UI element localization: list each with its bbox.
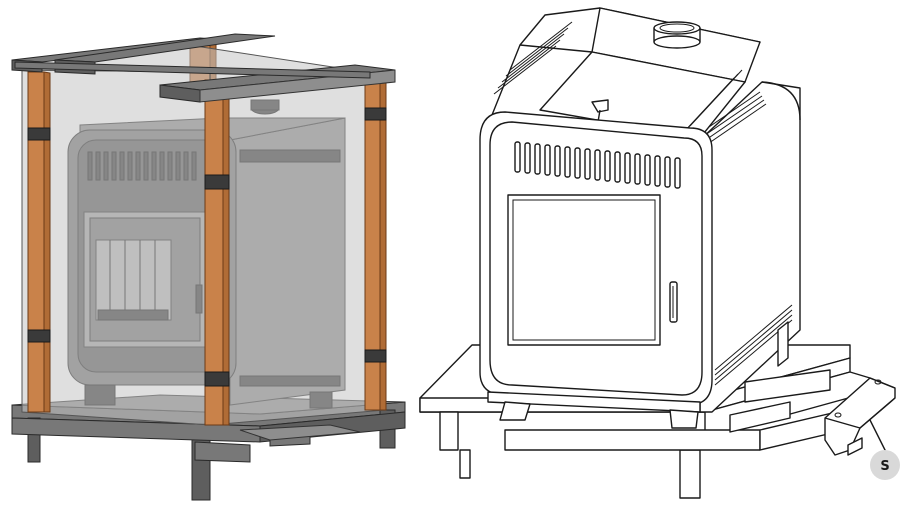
door-glass	[507, 194, 661, 346]
stove-front	[479, 111, 713, 429]
top-frame	[11, 33, 396, 103]
packaged-stove	[11, 33, 406, 501]
front-vent-slots	[514, 141, 681, 189]
top-handle-icon	[591, 99, 609, 113]
top-vent-slots	[493, 21, 743, 135]
protective-film	[21, 45, 386, 426]
unpacked-stove	[419, 7, 871, 499]
flue-collar-line	[653, 21, 701, 49]
stove-side-panel	[689, 81, 801, 413]
front-corner-posts	[27, 71, 387, 426]
callout-badge-s: S	[870, 450, 900, 480]
post-straps	[27, 107, 387, 387]
stove-top	[489, 7, 761, 139]
callout-label: S	[880, 459, 889, 474]
